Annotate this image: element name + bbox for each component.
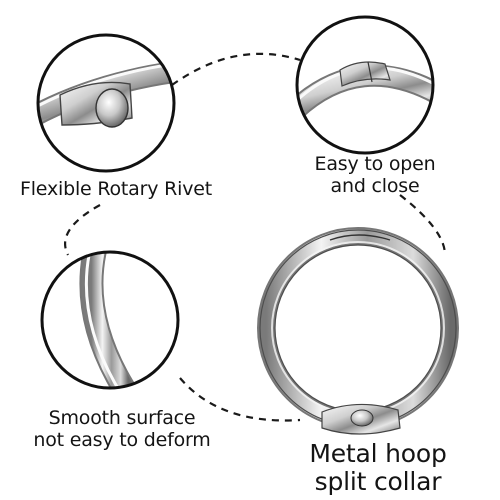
dashed-connector-path	[63, 204, 101, 256]
metal-split-ring	[257, 227, 459, 435]
smooth-surface-caption-line1: Smooth surface	[48, 407, 196, 429]
smooth-surface-caption: Smooth surface not easy to deform	[22, 407, 222, 451]
metal-hoop-caption-line2: split collar	[314, 467, 442, 496]
open-close-caption: Easy to open and close	[300, 153, 450, 197]
open-close-caption-line1: Easy to open	[314, 153, 436, 175]
surface-detail-circle	[40, 250, 180, 390]
rivet-caption: Flexible Rotary Rivet	[20, 178, 212, 200]
opening-detail-circle	[295, 15, 435, 155]
hinge-collar	[321, 403, 401, 435]
dashed-connector-path	[179, 377, 301, 422]
metal-hoop-caption-line1: Metal hoop	[309, 439, 447, 468]
dashed-connector-path	[171, 52, 301, 86]
metal-hoop-caption: Metal hoop split collar	[283, 440, 473, 496]
open-close-caption-line2: and close	[330, 175, 420, 197]
smooth-surface-caption-line2: not easy to deform	[33, 429, 211, 451]
rivet-detail-circle	[36, 33, 176, 173]
